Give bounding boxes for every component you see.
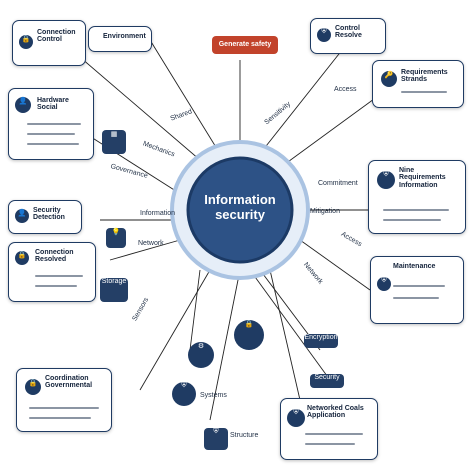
- connector: [269, 269, 301, 401]
- node-bottom-right[interactable]: ⛨ Networked Coals Application: [280, 398, 378, 460]
- connector: [209, 269, 241, 421]
- shield-badge-icon: ⛨: [204, 428, 228, 450]
- hub-title: Information security: [188, 192, 292, 223]
- node-title: Maintenance: [393, 263, 436, 270]
- node-right-upper-1[interactable]: 🔑 Requirements Strands: [372, 60, 464, 108]
- text-line: [393, 285, 445, 287]
- gear-icon: ⚙: [188, 342, 214, 368]
- lock-icon: 🔒: [25, 379, 41, 395]
- node-bottom-left[interactable]: 🔒 Coordination Governmental: [16, 368, 112, 432]
- text-line: [27, 123, 81, 125]
- badge-label: Encryption: [304, 334, 338, 341]
- server-icon: ▦: [102, 130, 126, 154]
- user-icon: 👤: [15, 97, 31, 113]
- connector-label: Commitment: [318, 180, 358, 187]
- key-icon: 🔑: [381, 71, 397, 87]
- text-line: [29, 417, 91, 419]
- node-left-lower[interactable]: 🔒 Connection Resolved: [8, 242, 96, 302]
- connector-label: Systems: [200, 392, 227, 399]
- hub-title-line2: security: [215, 206, 265, 222]
- node-title: Connection Resolved: [35, 249, 74, 264]
- text-line: [305, 443, 355, 445]
- lock-circle-icon: 🔒: [234, 320, 264, 350]
- connector: [79, 129, 191, 201]
- connector-label: Information: [140, 210, 176, 217]
- node-right-upper-2[interactable]: ⛨ Nine Requirements Information: [368, 160, 466, 234]
- text-line: [35, 275, 83, 277]
- lock-icon: 🔒: [19, 35, 33, 49]
- node-title: Hardware Social: [37, 97, 69, 112]
- text-line: [383, 209, 449, 211]
- badge-encryption: Encryption: [304, 334, 338, 348]
- shield-icon: ⛨: [377, 171, 395, 189]
- text-line: [27, 143, 79, 145]
- connector-label: Mitigation: [310, 208, 340, 215]
- node-title: Coordination Governmental: [45, 375, 93, 390]
- connector: [249, 269, 331, 381]
- text-line: [401, 91, 447, 93]
- text-line: [305, 433, 363, 435]
- storage-icon: Storage: [100, 278, 128, 302]
- shield-icon: ⛨: [317, 28, 331, 42]
- node-title: Requirements Strands: [401, 69, 448, 84]
- hub-title-line1: Information: [204, 192, 276, 207]
- hub-core: [186, 156, 294, 264]
- shield-icon: ⛨: [377, 277, 391, 291]
- node-title: Networked Coals Application: [307, 405, 364, 420]
- node-left-middle[interactable]: 👤 Security Detection: [8, 200, 82, 234]
- badge-security: Security: [310, 374, 344, 388]
- node-top-middle[interactable]: Environment: [88, 26, 152, 52]
- lock-icon: 🔒: [15, 251, 29, 265]
- text-line: [383, 219, 441, 221]
- connector-label: Structure: [230, 432, 259, 439]
- node-top-right[interactable]: ⛨ Control Resolve: [310, 18, 386, 54]
- node-right-middle[interactable]: ⛨ Maintenance: [370, 256, 464, 324]
- text-line: [393, 297, 439, 299]
- shield-small-icon: ⛨: [172, 382, 196, 406]
- connector: [254, 39, 351, 161]
- badge-label: Storage: [101, 278, 127, 285]
- connector: [189, 269, 201, 351]
- connector-label: Network: [138, 240, 164, 247]
- text-line: [35, 285, 77, 287]
- node-title: Control Resolve: [335, 25, 362, 40]
- connector: [299, 239, 371, 291]
- center-tag[interactable]: Generate safety: [212, 36, 278, 54]
- node-title: Environment: [103, 33, 146, 40]
- node-title: Security Detection: [33, 207, 65, 222]
- connector: [139, 269, 211, 391]
- node-left-upper[interactable]: 👤 Hardware Social: [8, 88, 94, 160]
- badge-label: Security: [314, 374, 340, 381]
- node-top-left[interactable]: 🔒 Connection Control: [12, 20, 86, 66]
- connector: [109, 239, 181, 261]
- shield-icon: ⛨: [287, 409, 305, 427]
- text-line: [29, 407, 99, 409]
- lightbulb-icon: 💡: [106, 228, 126, 248]
- connector-label: Access: [334, 86, 357, 93]
- user-icon: 👤: [15, 209, 29, 223]
- node-title: Nine Requirements Information: [399, 167, 446, 189]
- text-line: [27, 133, 75, 135]
- node-title: Connection Control: [37, 29, 76, 44]
